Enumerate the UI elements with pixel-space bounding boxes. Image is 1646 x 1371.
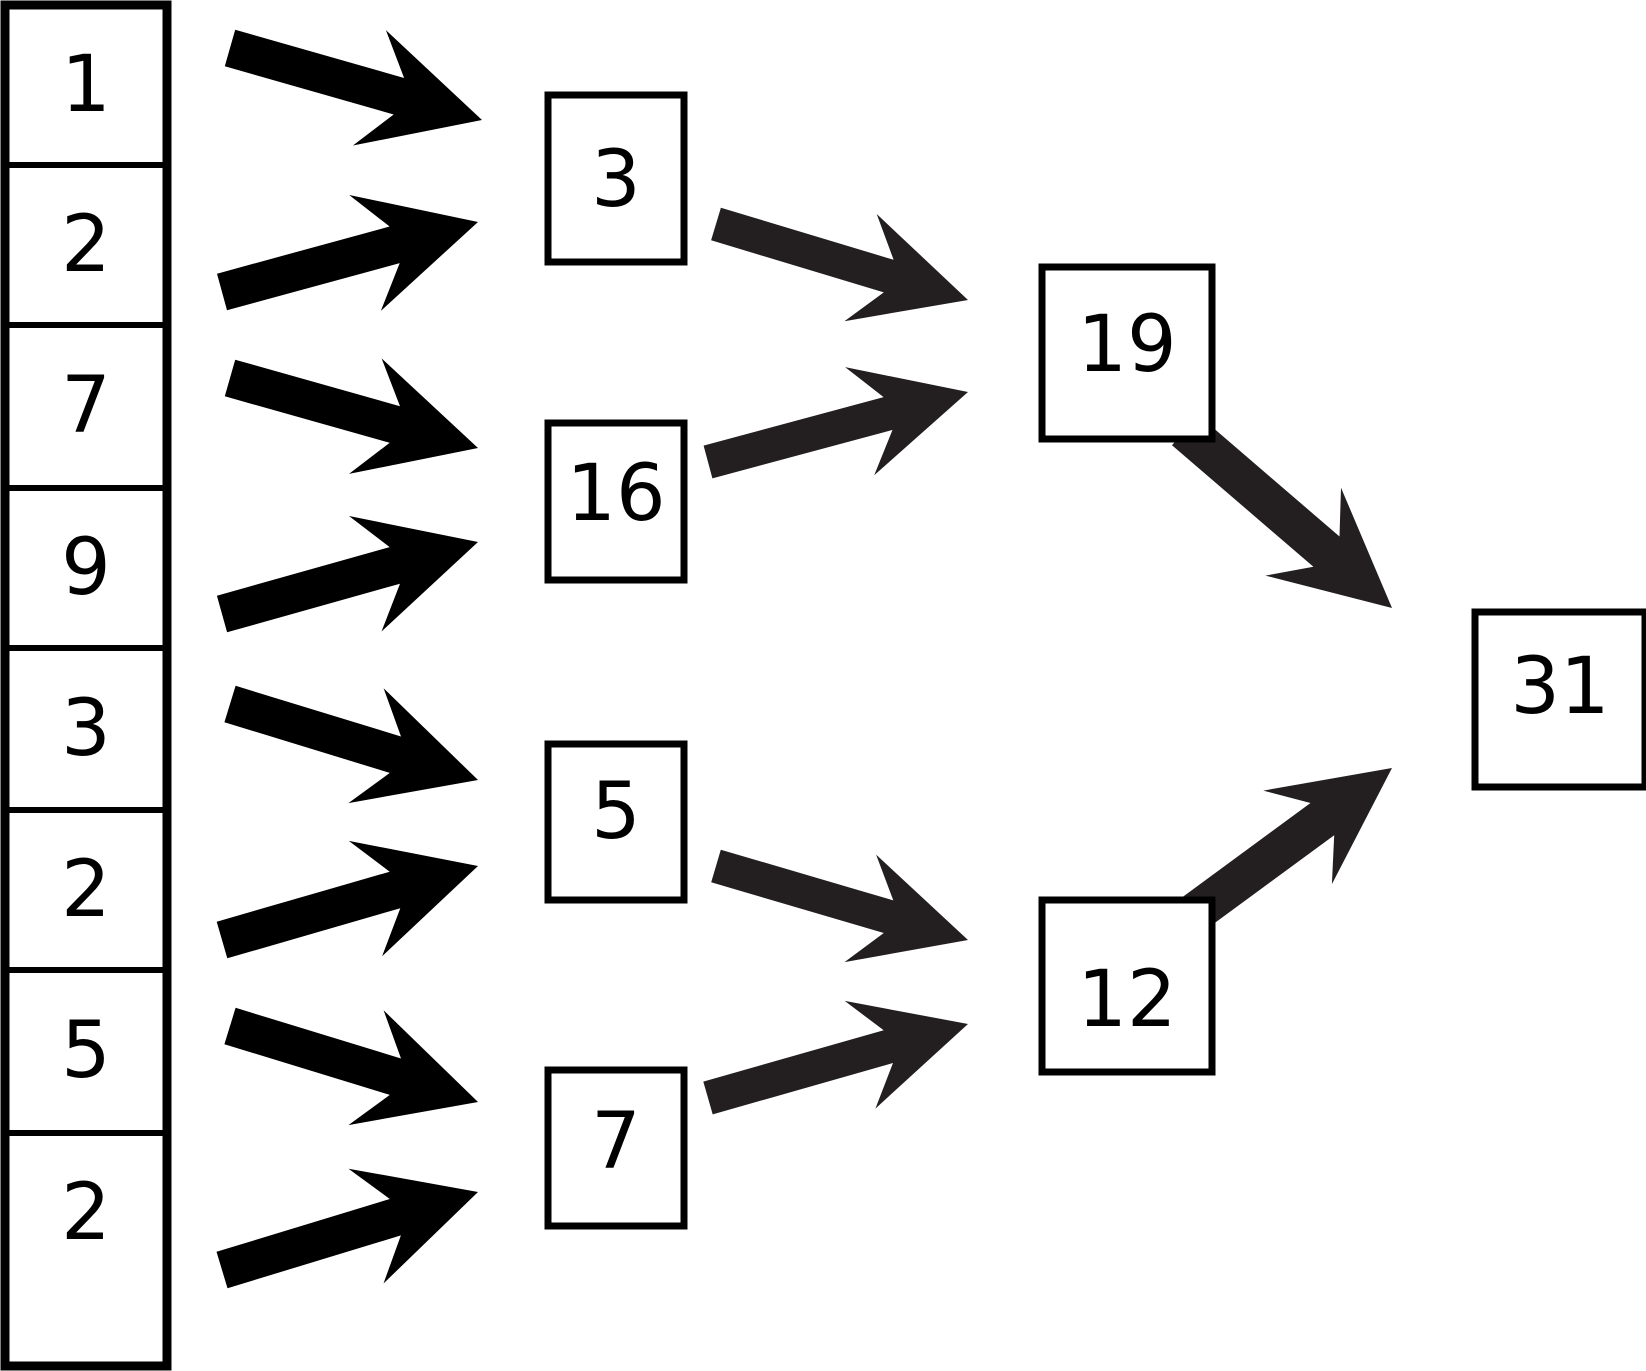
node-box-19[interactable] (1038, 263, 1216, 443)
arrow-cell-2-to-node-16 (224, 358, 478, 474)
arrow-node-3-to-node-19 (711, 207, 968, 322)
array-cell-6-value: 5 (61, 1006, 111, 1096)
node-box-5-value: 5 (591, 767, 641, 857)
input-array: 1 2 7 9 3 2 5 2 (0, 0, 172, 1371)
array-cell-7-value: 2 (61, 1168, 111, 1258)
arrow-cell-6-to-node-7 (224, 1007, 478, 1126)
arrow-node-19-to-node-31 (1172, 414, 1392, 608)
node-box-12[interactable] (1038, 896, 1216, 1076)
array-cell-4-value: 3 (61, 684, 111, 774)
node-box-7-value: 7 (591, 1097, 641, 1187)
node-box-3[interactable] (544, 91, 688, 266)
arrow-node-12-to-node-31 (1173, 768, 1392, 937)
arrow-cell-1-to-node-3 (217, 195, 478, 311)
node-box-16[interactable] (544, 419, 688, 584)
arrow-cell-4-to-node-5 (224, 685, 478, 804)
arrow-cell-5-to-node-5 (216, 840, 478, 959)
arrow-node-5-to-node-12 (711, 849, 968, 963)
array-cell-5-value: 2 (61, 845, 111, 935)
node-box-7[interactable] (544, 1066, 688, 1230)
array-cell-2-value: 7 (61, 361, 111, 451)
level-2-nodes: 19 12 (1038, 263, 1216, 1076)
node-box-5[interactable] (544, 740, 688, 904)
array-outer-border (0, 0, 172, 1371)
level-3-nodes: 31 (1471, 608, 1646, 791)
node-box-31[interactable] (1471, 608, 1646, 791)
block-arrow-layer (216, 29, 1392, 1289)
array-cell-0-value: 1 (61, 40, 111, 130)
arrow-cell-7-to-node-7 (216, 1168, 478, 1289)
arrow-node-7-to-node-12 (703, 1000, 968, 1115)
node-box-31-value: 31 (1510, 642, 1609, 732)
node-box-19-value: 19 (1077, 300, 1176, 390)
node-box-3-value: 3 (591, 135, 641, 225)
arrow-cell-0-to-node-3 (224, 29, 483, 146)
node-box-12-value: 12 (1077, 955, 1176, 1045)
array-cell-3-value: 9 (61, 523, 111, 613)
arrow-node-16-to-node-19 (703, 367, 968, 479)
arrow-cell-3-to-node-16 (216, 516, 478, 633)
array-cell-1-value: 2 (61, 200, 111, 290)
level-1-nodes: 3 16 5 7 (544, 91, 688, 1230)
node-box-16-value: 16 (566, 449, 665, 539)
